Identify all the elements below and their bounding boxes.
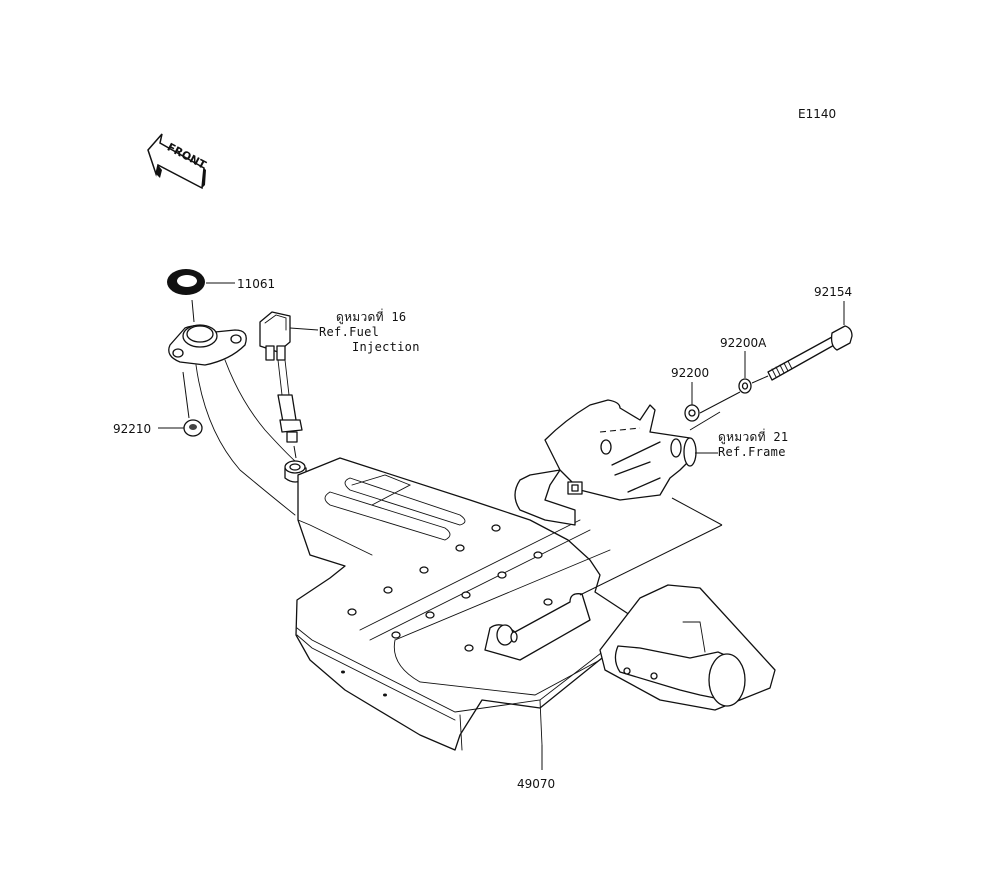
part-label-92200A[interactable]: 92200A [720, 336, 767, 350]
washer-part-92200A[interactable] [738, 351, 752, 394]
washer-part-92200[interactable] [684, 382, 700, 422]
oxygen-sensor [259, 311, 319, 459]
ref-fuel-link[interactable]: Ref.Fuel [319, 325, 380, 339]
alignment-line [579, 524, 723, 596]
ref-frame-link[interactable]: Ref.Frame [718, 445, 786, 459]
alignment-line [671, 497, 723, 526]
exhaust-pipe-flange [168, 324, 297, 516]
muffler-part-49070[interactable] [295, 457, 636, 770]
muffler-end-cap [599, 584, 776, 711]
muffler-rivet-holes [341, 524, 553, 697]
diagram-code: E1140 [798, 107, 837, 121]
part-label-11061[interactable]: 11061 [237, 277, 276, 291]
part-label-49070[interactable]: 49070 [517, 777, 556, 791]
nut-part-92210[interactable] [158, 371, 203, 437]
gasket-part-11061[interactable] [167, 269, 235, 295]
bolt-part-92154[interactable] [767, 301, 853, 381]
ref-fuel-injection-label[interactable]: Injection [352, 340, 420, 354]
part-label-92210[interactable]: 92210 [113, 422, 152, 436]
part-label-92154[interactable]: 92154 [814, 285, 853, 299]
ref-frame-thai-label: ดูหมวดที่ 21 [718, 430, 789, 444]
front-arrow-icon: FRONT [147, 133, 209, 190]
ref-fuel-thai-label: ดูหมวดที่ 16 [336, 310, 407, 324]
frame-bracket [514, 399, 718, 526]
part-label-92200[interactable]: 92200 [671, 366, 710, 380]
